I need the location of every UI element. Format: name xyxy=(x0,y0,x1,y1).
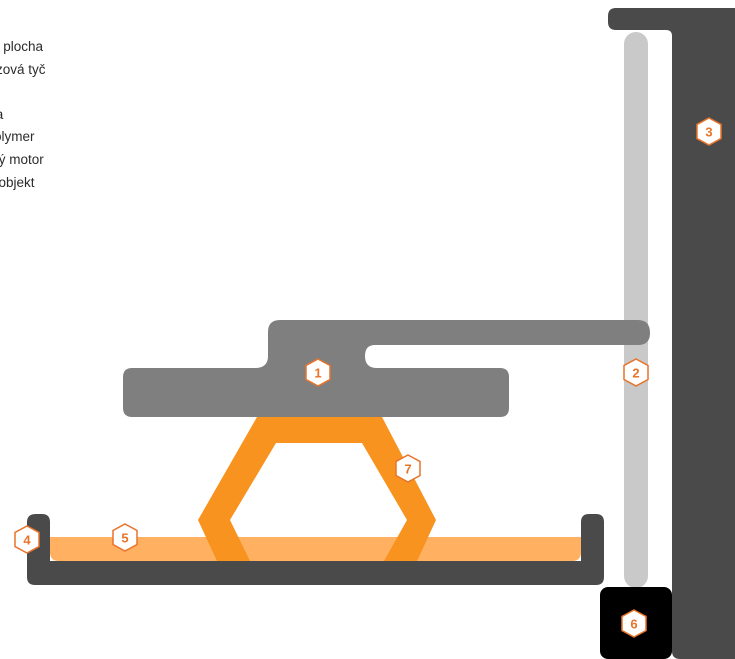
resin-liquid xyxy=(50,537,581,561)
badge-label-2: 2 xyxy=(632,366,639,381)
legend-item-7: ý objekt xyxy=(0,174,35,190)
legend-item-1: á plocha xyxy=(0,39,44,54)
badge-3: 3 xyxy=(696,117,722,146)
badge-label-7: 7 xyxy=(404,462,411,477)
build-platform xyxy=(123,320,650,417)
z-rod xyxy=(624,32,648,588)
badge-2: 2 xyxy=(623,358,649,387)
badge-6: 6 xyxy=(621,609,647,638)
printed-object xyxy=(198,417,436,561)
badge-4: 4 xyxy=(14,525,40,554)
legend-item-6: vý motor xyxy=(0,151,44,167)
legend-list: á plocha zová tyč ka olymer vý motor ý o… xyxy=(0,36,46,194)
resin-vat xyxy=(27,514,604,585)
badge-label-1: 1 xyxy=(314,366,321,381)
legend-item-2: zová tyč xyxy=(0,61,46,77)
badge-label-4: 4 xyxy=(23,533,31,548)
legend-item-4: ka xyxy=(0,104,46,127)
badge-5: 5 xyxy=(112,523,138,552)
badge-7: 7 xyxy=(395,454,421,483)
badge-1: 1 xyxy=(305,358,331,387)
frame-column xyxy=(608,8,735,659)
badge-label-3: 3 xyxy=(705,125,712,140)
legend-item-5: olymer xyxy=(0,129,35,145)
badge-label-5: 5 xyxy=(121,531,128,546)
badge-label-6: 6 xyxy=(630,617,637,632)
